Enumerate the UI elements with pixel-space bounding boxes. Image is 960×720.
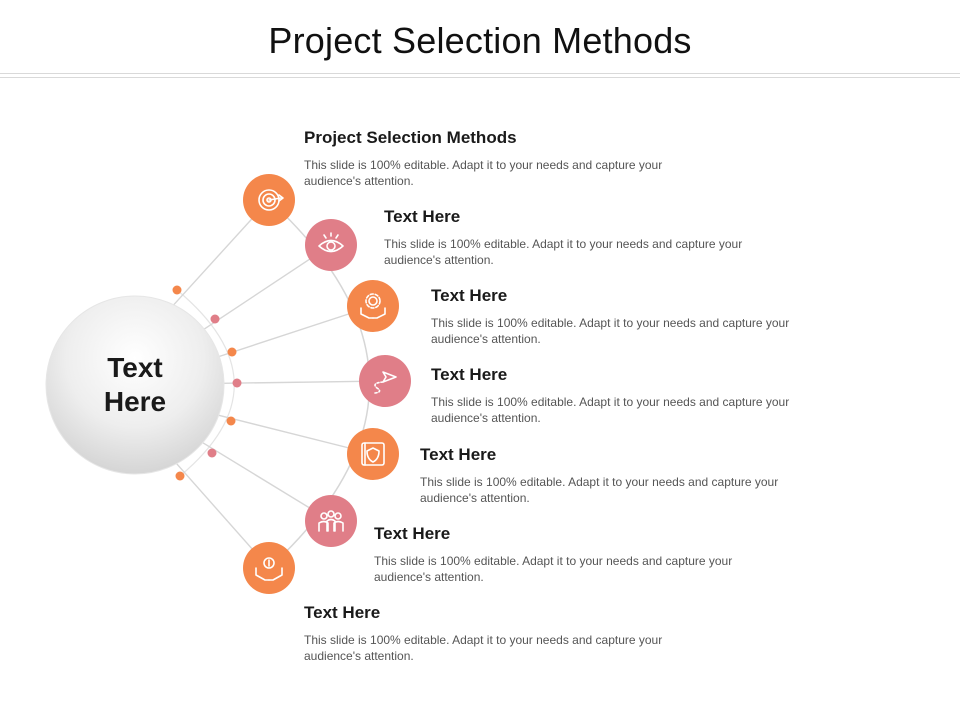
item-description: This slide is 100% editable. Adapt it to… bbox=[304, 158, 663, 188]
hands-coin-icon bbox=[243, 542, 295, 594]
connector-dot bbox=[210, 314, 220, 324]
hub-circle bbox=[45, 295, 225, 475]
eye-icon bbox=[305, 219, 357, 271]
item-description: This slide is 100% editable. Adapt it to… bbox=[374, 554, 733, 584]
item-heading: Text Here bbox=[384, 207, 461, 226]
title-divider-bottom bbox=[0, 77, 960, 78]
target-icon bbox=[243, 174, 295, 226]
item-heading: Text Here bbox=[420, 445, 497, 464]
connector-dot bbox=[175, 471, 185, 481]
title-divider-top bbox=[0, 73, 960, 74]
connector-dot bbox=[232, 378, 242, 388]
item-heading: Text Here bbox=[431, 365, 508, 384]
item-description: This slide is 100% editable. Adapt it to… bbox=[304, 633, 663, 663]
connector-line bbox=[214, 380, 386, 385]
connector-line bbox=[209, 412, 374, 455]
item-heading: Text Here bbox=[374, 524, 451, 543]
item-heading: Text Here bbox=[431, 286, 508, 305]
item-description: This slide is 100% editable. Adapt it to… bbox=[384, 237, 743, 267]
connector-line bbox=[210, 305, 374, 360]
paper-plane-icon bbox=[359, 355, 411, 407]
shield-book-icon bbox=[347, 428, 399, 480]
connector-dot bbox=[226, 416, 236, 426]
team-icon bbox=[305, 495, 357, 547]
item-heading: Text Here bbox=[304, 603, 381, 622]
slide-title: Project Selection Methods bbox=[268, 20, 692, 61]
item-description: This slide is 100% editable. Adapt it to… bbox=[420, 475, 779, 505]
item-description: This slide is 100% editable. Adapt it to… bbox=[431, 395, 790, 425]
connector-dot bbox=[172, 285, 182, 295]
item-description: This slide is 100% editable. Adapt it to… bbox=[431, 316, 790, 346]
hub-label: Text Here bbox=[103, 352, 167, 417]
connector-dot bbox=[227, 347, 237, 357]
item-heading: Project Selection Methods bbox=[304, 128, 517, 147]
hands-gear-icon bbox=[347, 280, 399, 332]
connector-dot bbox=[207, 448, 217, 458]
connector-line bbox=[194, 437, 332, 522]
